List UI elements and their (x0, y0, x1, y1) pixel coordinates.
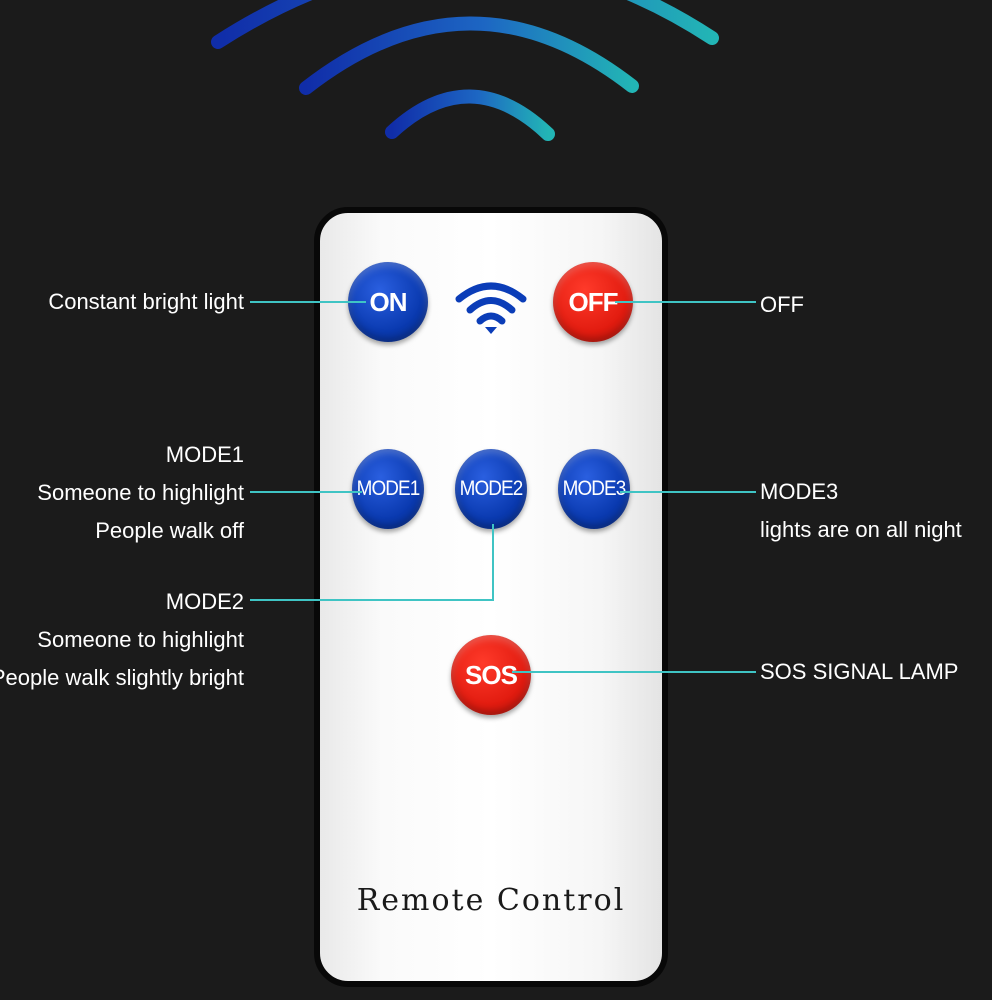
remote-control-label: Remote Control (356, 883, 626, 918)
signal-arc-inner (385, 89, 555, 141)
callout-mode3: MODE3 lights are on all night (760, 473, 962, 549)
callout-on-text: Constant bright light (48, 289, 244, 314)
callout-mode2: MODE2 Someone to highlight People walk s… (0, 583, 244, 697)
callout-sos: SOS SIGNAL LAMP (760, 653, 958, 691)
callout-mode2-title: MODE2 (165, 589, 244, 614)
mode1-button[interactable]: MODE1 (352, 449, 424, 529)
callout-mode1: MODE1 Someone to highlight People walk o… (37, 436, 244, 550)
mode2-button[interactable]: MODE2 (455, 449, 527, 529)
callout-off-text: OFF (760, 292, 804, 317)
signal-arc-outer (211, 0, 719, 49)
callout-sos-text: SOS SIGNAL LAMP (760, 659, 959, 684)
callout-mode3-line1: lights are on all night (760, 517, 962, 542)
callout-mode1-line2: People walk off (95, 518, 244, 543)
callout-on: Constant bright light (48, 283, 244, 321)
off-button[interactable]: OFF (553, 262, 633, 342)
callout-mode1-line1: Someone to highlight (37, 480, 244, 505)
on-button[interactable]: ON (348, 262, 428, 342)
callout-mode2-line2: People walk slightly bright (0, 665, 244, 690)
callout-mode2-line1: Someone to highlight (37, 627, 244, 652)
callout-mode3-title: MODE3 (760, 479, 839, 504)
sos-button[interactable]: SOS (451, 635, 531, 715)
signal-waves-icon (211, 0, 719, 141)
callout-off: OFF (760, 286, 804, 324)
signal-arc-middle (299, 16, 639, 95)
mode3-button[interactable]: MODE3 (558, 449, 630, 529)
callout-mode1-title: MODE1 (165, 442, 244, 467)
wifi-icon (455, 282, 527, 334)
